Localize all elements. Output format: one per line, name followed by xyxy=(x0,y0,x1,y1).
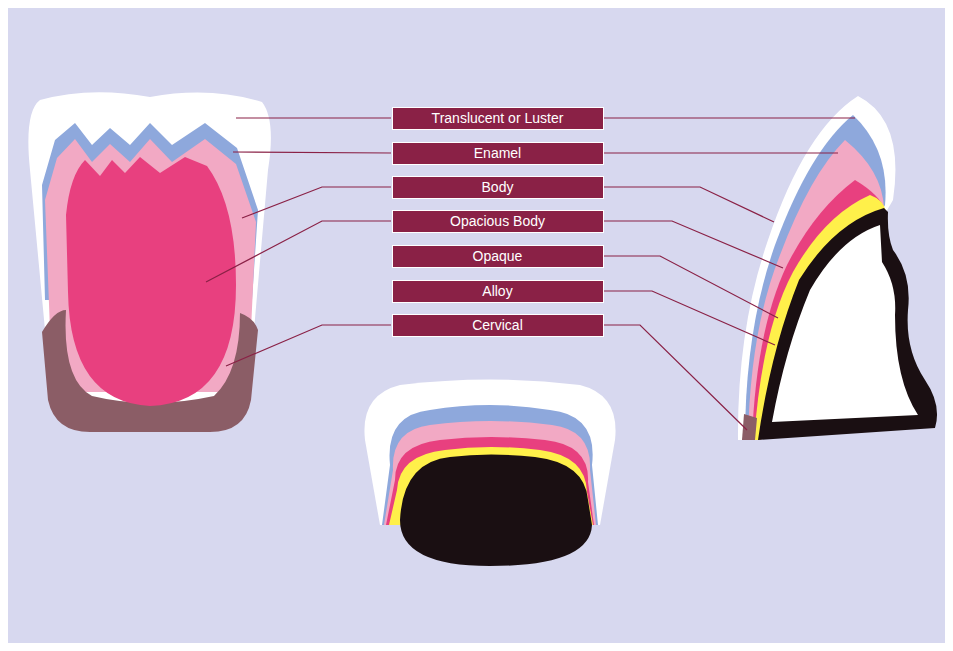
layer-label: Opacious Body xyxy=(444,213,551,229)
layer-label: Opaque xyxy=(467,248,529,264)
sagittal-section xyxy=(738,96,937,440)
leader-lines xyxy=(206,118,855,430)
label-box: Body xyxy=(392,176,604,199)
label-box: Translucent or Luster xyxy=(392,107,604,130)
layer-label: Cervical xyxy=(466,317,529,333)
layer-label: Alloy xyxy=(476,283,518,299)
layer-label: Translucent or Luster xyxy=(426,110,570,126)
label-box: Opacious Body xyxy=(392,210,604,233)
background-panel xyxy=(8,8,945,643)
label-box: Alloy xyxy=(392,280,604,303)
layer-label: Body xyxy=(476,179,520,195)
labial-view xyxy=(28,92,271,432)
incisal-section xyxy=(364,380,615,567)
label-box: Enamel xyxy=(392,142,604,165)
label-box: Opaque xyxy=(392,245,604,268)
layer-label: Enamel xyxy=(468,145,527,161)
label-box: Cervical xyxy=(392,314,604,337)
